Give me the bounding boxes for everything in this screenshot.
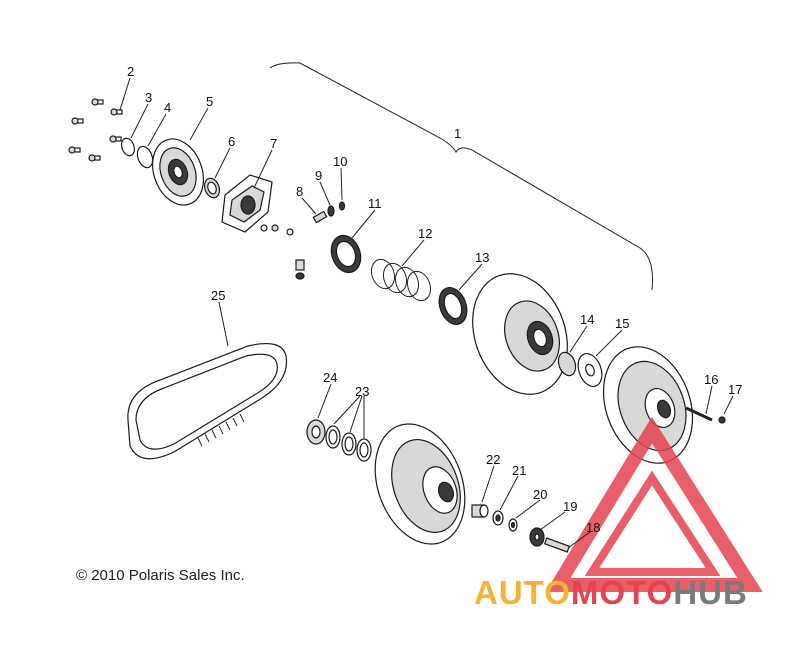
- callout-16: 16: [704, 372, 718, 387]
- fixed-sheave-lower: [374, 423, 466, 545]
- callout-22: 22: [486, 452, 500, 467]
- callout-1: 1: [454, 126, 461, 141]
- oring-4: [136, 145, 154, 169]
- moveable-sheave: [472, 273, 568, 395]
- callout-19: 19: [563, 499, 577, 514]
- callout-5: 5: [206, 94, 213, 109]
- callout-25: 25: [211, 288, 225, 303]
- fixed-sheave-upper: [602, 346, 694, 464]
- watermark-logo: [545, 416, 763, 592]
- callout-11: 11: [368, 196, 382, 211]
- callout-9: 9: [315, 168, 322, 183]
- leader-lines: [119, 77, 734, 549]
- shims-23: [325, 425, 372, 462]
- callout-12: 12: [418, 226, 432, 241]
- bushing-22: [471, 504, 489, 518]
- seal-11: [330, 234, 362, 274]
- bolt-set-2: [68, 98, 123, 162]
- spring-12: [370, 258, 432, 302]
- assembly-bracket: [269, 62, 653, 291]
- washer-20: [508, 518, 518, 532]
- roller-set: [295, 259, 305, 280]
- callout-3: 3: [145, 90, 152, 105]
- callout-7: 7: [270, 136, 277, 151]
- cover-5: [152, 138, 204, 206]
- washer-15: [577, 352, 603, 388]
- spider-7: [221, 174, 294, 236]
- callout-6: 6: [228, 134, 235, 149]
- callout-10: 10: [333, 154, 347, 169]
- pin-8: [312, 210, 328, 224]
- callout-21: 21: [512, 463, 526, 478]
- spacer-24: [306, 419, 326, 445]
- washer-9: [327, 205, 335, 217]
- bolt-18: [543, 537, 571, 553]
- nut-17: [718, 416, 726, 424]
- callout-4: 4: [164, 100, 171, 115]
- callout-2: 2: [127, 64, 134, 79]
- copyright-text: © 2010 Polaris Sales Inc.: [76, 567, 245, 584]
- washer-21: [492, 510, 504, 526]
- callout-23: 23: [355, 384, 369, 399]
- ring-3: [120, 137, 136, 157]
- watermark-text: AUTOMOTOHUB: [474, 574, 748, 611]
- bushing-14: [557, 351, 577, 377]
- washer-19: [529, 527, 545, 547]
- ring-13: [438, 287, 468, 325]
- callout-labels: 1 2 3 4 5 6 7 8 9 10 11 12 13 14 15 16 1…: [127, 64, 742, 535]
- callout-18: 18: [586, 520, 600, 535]
- callout-14: 14: [580, 312, 594, 327]
- callout-13: 13: [475, 250, 489, 265]
- washer-10: [338, 201, 346, 211]
- callout-8: 8: [296, 184, 303, 199]
- callout-17: 17: [728, 382, 742, 397]
- callout-15: 15: [615, 316, 629, 331]
- callout-24: 24: [323, 370, 337, 385]
- bushing-6: [203, 177, 221, 199]
- pin-16: [685, 406, 713, 422]
- drive-belt-25: [127, 343, 288, 460]
- callout-20: 20: [533, 487, 547, 502]
